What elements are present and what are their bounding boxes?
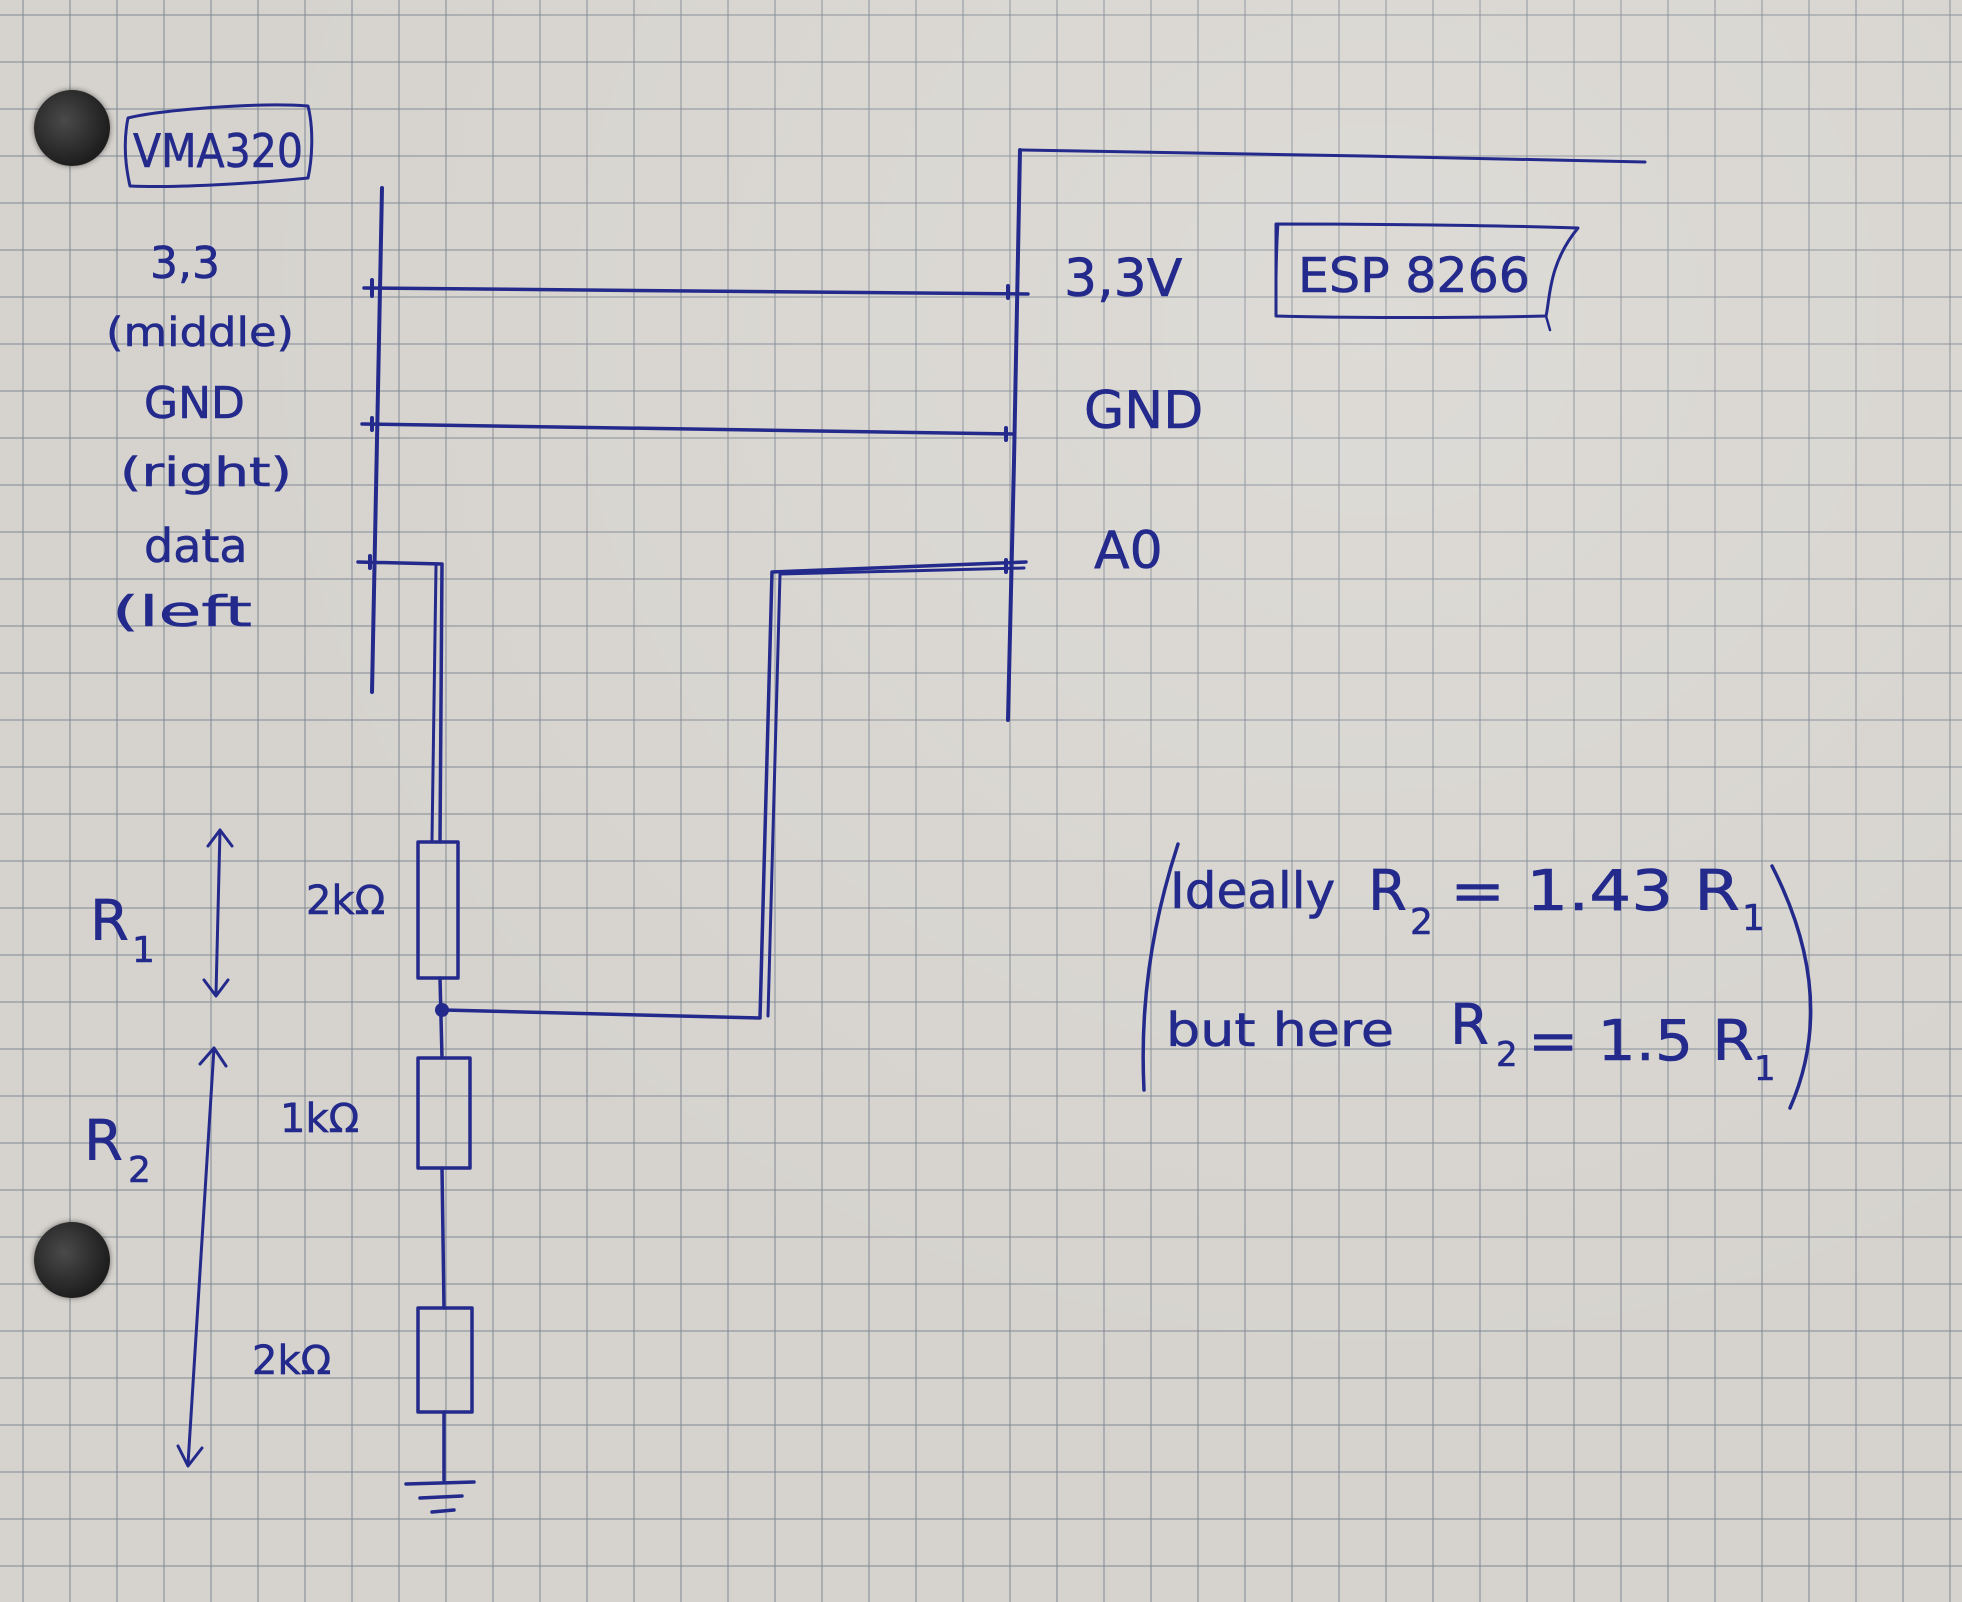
resistor-chain: 2kΩ 1kΩ 2kΩ <box>252 840 476 1514</box>
wire-a0 <box>442 560 1028 1020</box>
pin3-name: data <box>144 519 248 573</box>
esp8266-module: ESP 8266 <box>1006 148 1647 722</box>
vma320-header-line <box>370 186 384 694</box>
esp-pin-a0: A0 <box>1094 521 1163 581</box>
r2b-value: 2kΩ <box>252 1338 331 1384</box>
vma320-module: VMA320 <box>123 103 384 694</box>
esp-box-left-mark <box>1274 224 1280 316</box>
wiring <box>356 278 1030 1020</box>
note-line1-value: = 1.43 R <box>1450 859 1740 924</box>
note-line1-r: R <box>1368 859 1407 924</box>
note-left-paren <box>1141 842 1180 1092</box>
r2a-value: 1kΩ <box>280 1096 359 1142</box>
ground-symbol <box>404 1480 476 1514</box>
pin-tick-marks <box>368 278 1010 574</box>
r1-sub: 1 <box>132 930 155 971</box>
r1-arrow <box>202 828 234 998</box>
esp-header-line <box>1006 148 1022 722</box>
wire-3v3 <box>362 286 1030 296</box>
esp-label: ESP 8266 <box>1298 248 1530 304</box>
resistor-r1 <box>416 840 460 980</box>
esp-pin-labels: 3,3V GND A0 <box>1064 249 1204 582</box>
r2-arrow <box>176 1046 228 1468</box>
ratio-note: Ideally R 2 = 1.43 R 1 but here R 2 = 1.… <box>1141 842 1813 1110</box>
resistor-r2a <box>416 1056 472 1170</box>
wire-a0-double <box>766 566 1026 1018</box>
wire-data <box>356 560 444 844</box>
wire-r2a-r2b <box>440 1166 446 1310</box>
r1-value: 2kΩ <box>306 878 385 924</box>
pin2-name: GND <box>144 378 245 429</box>
note-line2-value: = 1.5 R <box>1528 1009 1754 1074</box>
vma320-label: VMA320 <box>133 124 303 178</box>
esp-pin-3v3: 3,3V <box>1064 249 1183 309</box>
pin1-name: 3,3 <box>150 238 220 289</box>
esp-top-edge <box>1020 148 1647 164</box>
note-line2-r: R <box>1450 993 1489 1058</box>
note-line2-label: but here <box>1166 1003 1394 1057</box>
wire-r1-r2a <box>438 976 444 1060</box>
esp-box-tail <box>1544 314 1552 332</box>
dimension-r2: R 2 <box>84 1046 228 1468</box>
note-line1-label: Ideally <box>1170 862 1335 920</box>
esp-pin-gnd: GND <box>1084 381 1203 441</box>
vma320-pin-labels: 3,3 (middle) GND (right) data (left <box>106 238 295 637</box>
pin2-position: (right) <box>120 450 292 496</box>
vma320-label-box <box>123 103 314 189</box>
resistor-r2b <box>416 1306 474 1414</box>
r2-symbol: R <box>84 1109 123 1174</box>
dimension-r1: R 1 <box>90 828 234 998</box>
note-line2-sub1: 1 <box>1754 1049 1776 1089</box>
r1-symbol: R <box>90 889 129 954</box>
wire-data-double <box>430 564 438 842</box>
note-line1-sub1: 1 <box>1742 898 1765 939</box>
r2-sub: 2 <box>128 1150 151 1191</box>
pin1-position: (middle) <box>106 310 294 356</box>
note-line1-sub2: 2 <box>1410 902 1433 943</box>
punch-hole-bottom <box>34 1222 110 1298</box>
note-line2-sub2: 2 <box>1496 1035 1518 1075</box>
esp-label-box <box>1274 222 1580 319</box>
punch-hole-top <box>34 90 110 166</box>
wire-gnd <box>360 422 1016 436</box>
note-right-paren <box>1770 864 1813 1110</box>
pin3-position: (left <box>112 587 252 636</box>
